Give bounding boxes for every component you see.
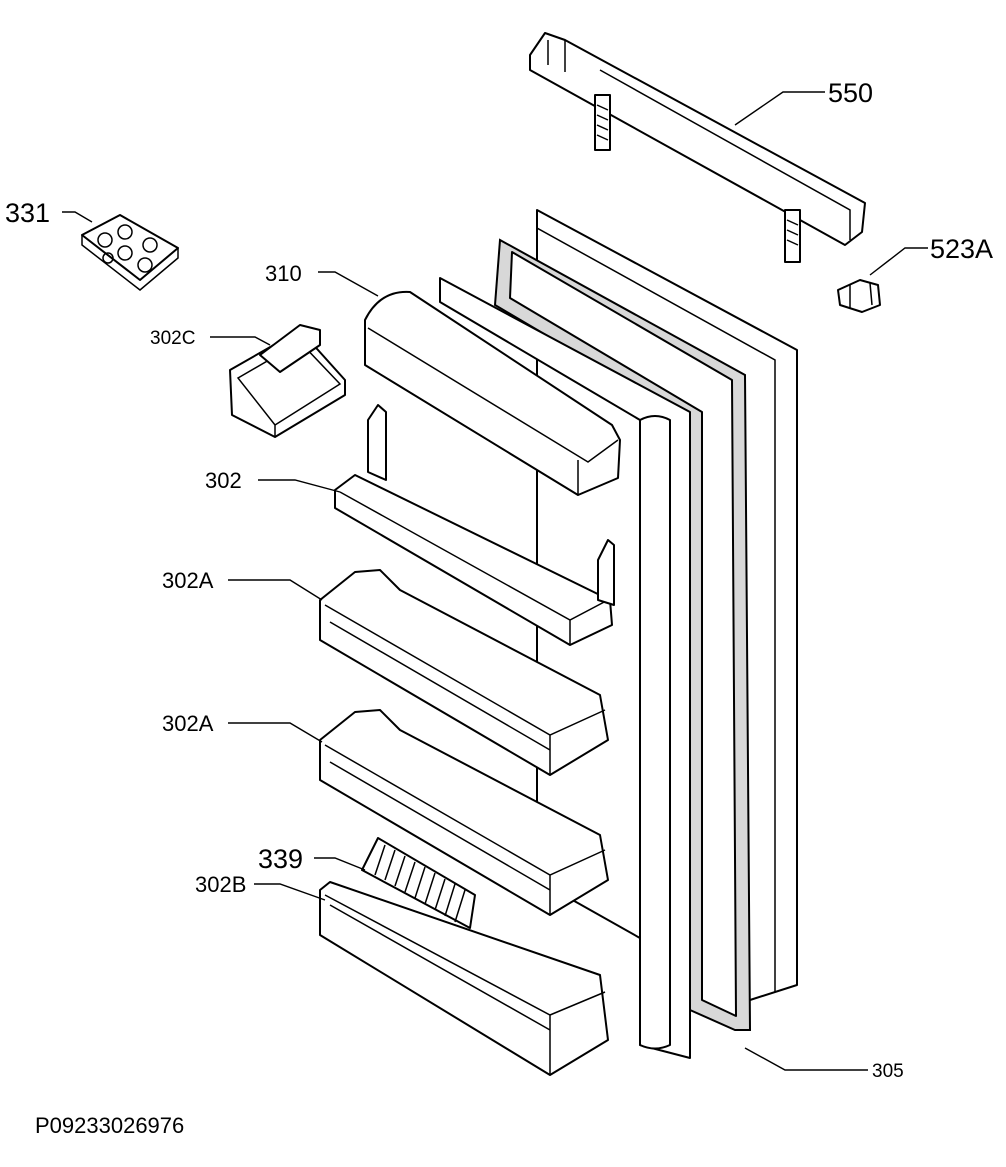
label-331: 331	[5, 198, 50, 228]
bottle-divider-339	[361, 837, 476, 929]
door-shelf-302a-lower	[319, 709, 609, 916]
label-305: 305	[872, 1061, 904, 1082]
door-shelf-302	[334, 404, 615, 646]
door-assembly-305	[439, 209, 798, 1059]
label-302: 302	[205, 468, 242, 493]
door-shelf-302a-upper	[319, 569, 609, 776]
dairy-lid-310	[364, 290, 621, 496]
label-302c: 302C	[150, 328, 195, 349]
bottle-shelf-302b	[319, 881, 609, 1076]
label-550: 550	[828, 78, 873, 108]
hinge-bar-550	[529, 32, 866, 263]
door-outer-panel-edge	[536, 210, 776, 992]
label-302b: 302B	[195, 872, 246, 897]
label-302a-lower: 302A	[162, 711, 214, 736]
door-liner-rail	[639, 415, 671, 1050]
leader-lines	[62, 91, 928, 1071]
drawing-code: P09233026976	[35, 1113, 184, 1138]
egg-tray-331	[81, 214, 179, 291]
small-shelf-302c	[229, 324, 346, 438]
label-339: 339	[258, 844, 303, 874]
hinge-clip-523a	[837, 279, 881, 313]
door-gasket-inner	[509, 251, 737, 1017]
label-302a-upper: 302A	[162, 568, 214, 593]
label-310: 310	[265, 261, 302, 286]
label-523a: 523A	[930, 234, 993, 264]
